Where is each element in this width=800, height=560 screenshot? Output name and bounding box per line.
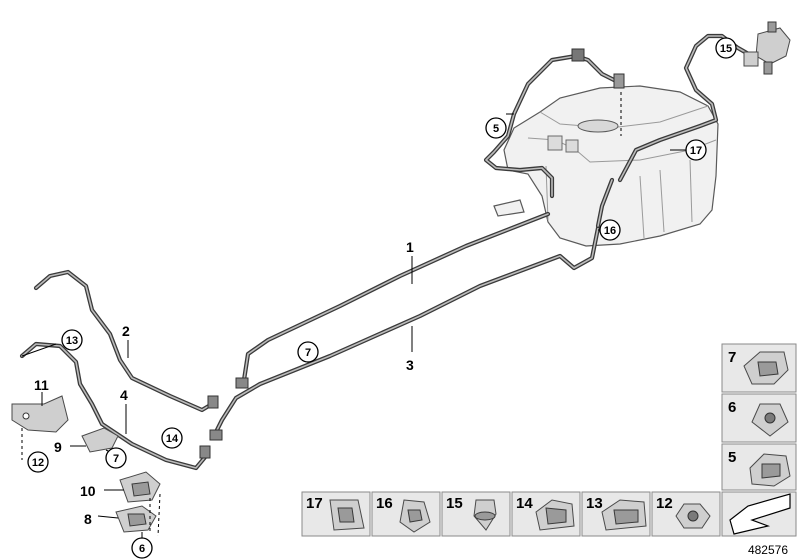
legend-tile-17[interactable]: 17 xyxy=(301,491,371,537)
legend-tile-12[interactable]: 12 xyxy=(651,491,721,537)
callout-2: 2 xyxy=(122,323,130,339)
callout-13: 13 xyxy=(66,335,78,347)
callout-14: 14 xyxy=(166,433,179,445)
legend-tile-17-label: 17 xyxy=(306,495,323,512)
fuel-line-2[interactable] xyxy=(33,269,219,413)
callout-16: 16 xyxy=(604,225,616,237)
legend-tile-arrow[interactable] xyxy=(721,491,797,537)
legend-tile-14[interactable]: 14 xyxy=(511,491,581,537)
legend-tile-15[interactable]: 15 xyxy=(441,491,511,537)
bracket-11[interactable] xyxy=(11,395,69,433)
callout-12-circle: 12 xyxy=(27,451,49,473)
callout-13-circle: 13 xyxy=(61,329,83,351)
document-number: 482576 xyxy=(748,543,788,557)
bracket-9[interactable] xyxy=(81,427,119,453)
callout-7a: 7 xyxy=(305,347,311,359)
callout-14-circle: 14 xyxy=(161,427,183,449)
callout-8: 8 xyxy=(84,511,92,527)
callout-15-circle: 15 xyxy=(715,37,737,59)
legend-tile-6-label: 6 xyxy=(728,399,736,416)
legend-tile-15-label: 15 xyxy=(446,495,463,512)
callout-9: 9 xyxy=(54,439,62,455)
legend-tile-7-label: 7 xyxy=(728,349,736,366)
vapor-line-17[interactable] xyxy=(617,33,755,183)
callout-7b: 7 xyxy=(113,453,119,465)
legend-tile-16-label: 16 xyxy=(376,495,393,512)
legend-tile-12-label: 12 xyxy=(656,495,673,512)
legend-tile-13[interactable]: 13 xyxy=(581,491,651,537)
legend-tile-6[interactable]: 6 xyxy=(721,393,797,443)
callout-4: 4 xyxy=(120,387,128,403)
callout-16-circle: 16 xyxy=(599,219,621,241)
callout-1: 1 xyxy=(406,239,414,255)
legend-tile-16[interactable]: 16 xyxy=(371,491,441,537)
vapor-line-16[interactable] xyxy=(595,177,615,229)
callout-3: 3 xyxy=(406,357,414,373)
legend-tile-5[interactable]: 5 xyxy=(721,443,797,491)
callout-6-circle: 6 xyxy=(131,537,153,559)
callout-17: 17 xyxy=(690,145,702,157)
arrow-icon xyxy=(729,493,791,535)
legend-tile-14-label: 14 xyxy=(516,495,533,512)
vapor-line-5[interactable] xyxy=(483,48,625,199)
callout-5-circle: 5 xyxy=(485,117,507,139)
legend-tile-5-label: 5 xyxy=(728,449,736,466)
callout-10: 10 xyxy=(80,483,96,499)
callout-7a-circle: 7 xyxy=(297,341,319,363)
vent-valve[interactable] xyxy=(743,21,791,75)
callout-17-circle: 17 xyxy=(685,139,707,161)
fuel-line-3[interactable] xyxy=(211,225,601,439)
callout-6: 6 xyxy=(139,543,145,555)
fuel-tank[interactable] xyxy=(493,85,719,247)
callout-15: 15 xyxy=(720,43,732,55)
callout-12: 12 xyxy=(32,457,44,469)
clip-8[interactable] xyxy=(115,505,157,533)
clip-10[interactable] xyxy=(119,471,161,503)
legend-bottom-row: 17 16 15 14 13 xyxy=(301,491,721,537)
legend-right-column: 7 6 5 xyxy=(721,343,797,537)
callout-5: 5 xyxy=(493,123,499,135)
legend-tile-13-label: 13 xyxy=(586,495,603,512)
callout-7b-circle: 7 xyxy=(105,447,127,469)
callout-11: 11 xyxy=(34,377,49,393)
legend-tile-7[interactable]: 7 xyxy=(721,343,797,393)
fuel-line-1[interactable] xyxy=(241,211,551,383)
